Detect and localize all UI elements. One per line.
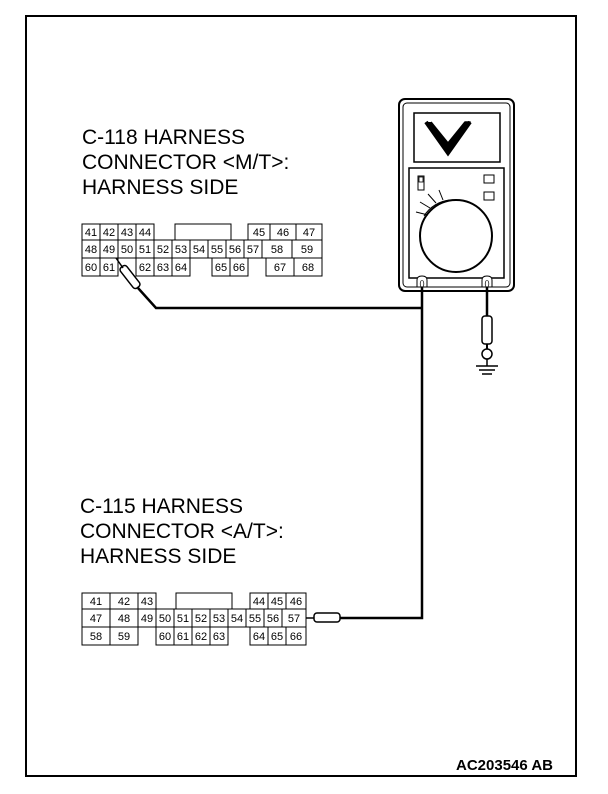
c115-pin: 51	[177, 613, 189, 625]
c115-pin-57: 57	[288, 613, 300, 625]
c118-pin: 67	[274, 262, 286, 274]
c115-pin: 42	[118, 596, 130, 608]
c118-pin: 55	[211, 244, 223, 256]
c118-pin: 60	[85, 262, 97, 274]
c118-pin: 53	[175, 244, 187, 256]
wire-meter-to-c115	[340, 287, 424, 620]
c115-pin: 49	[141, 613, 153, 625]
c118-pin-labels: 41 42 43 44 45 46 47 48 49 50 51 52 53 5…	[85, 227, 315, 274]
c115-pin: 50	[159, 613, 171, 625]
c118-pin: 46	[277, 227, 289, 239]
ground-icon	[476, 365, 498, 375]
c115-pin: 64	[253, 631, 265, 643]
c118-connector	[81, 223, 323, 277]
c118-pin: 47	[303, 227, 315, 239]
meter-button	[417, 175, 425, 191]
c118-label-line-2: CONNECTOR <M/T>:	[82, 151, 289, 174]
voltmeter-icon: () ()	[398, 98, 515, 292]
c115-pin: 45	[271, 596, 283, 608]
ground-lead	[481, 287, 493, 366]
c115-label-line-2: CONNECTOR <A/T>:	[80, 520, 284, 543]
c115-pin: 52	[195, 613, 207, 625]
meter-button	[483, 191, 495, 201]
c115-pin-labels: 41 42 43 44 45 46 47 48 49 50 51 52 53 5…	[90, 596, 302, 643]
c118-pin: 61	[103, 262, 115, 274]
meter-jack-negative: ()	[481, 275, 493, 288]
meter-button	[483, 174, 495, 184]
c118-pin: 54	[193, 244, 205, 256]
c118-pin: 64	[175, 262, 187, 274]
svg-text:(): ()	[484, 279, 490, 288]
c118-pin: 65	[215, 262, 227, 274]
c118-label-line-1: C-118 HARNESS	[82, 126, 245, 149]
c115-label-line-3: HARNESS SIDE	[80, 545, 236, 568]
c118-pin: 58	[271, 244, 283, 256]
c118-pin: 52	[157, 244, 169, 256]
c115-pin: 55	[249, 613, 261, 625]
c118-pin: 41	[85, 227, 97, 239]
svg-text:(): ()	[419, 279, 425, 288]
c115-pin: 54	[231, 613, 243, 625]
c115-pin: 62	[195, 631, 207, 643]
c115-connector	[81, 592, 307, 646]
c115-pin: 66	[290, 631, 302, 643]
c118-pin: 57	[247, 244, 259, 256]
c118-pin: 50	[121, 244, 133, 256]
c115-pin: 56	[267, 613, 279, 625]
wire-c118-to-meter	[115, 257, 124, 269]
c118-pin: 62	[139, 262, 151, 274]
c118-pin: 43	[121, 227, 133, 239]
c118-pin: 51	[139, 244, 151, 256]
c115-pin: 58	[90, 631, 102, 643]
c115-pin: 65	[271, 631, 283, 643]
meter-dial	[419, 199, 493, 273]
wire-probe-to-meter	[137, 287, 422, 310]
c118-pin: 66	[233, 262, 245, 274]
meter-jack-positive: ()	[416, 275, 428, 288]
figure-border	[25, 15, 577, 777]
c118-pin: 56	[229, 244, 241, 256]
c115-label: C-115 HARNESS CONNECTOR <A/T>: HARNESS S…	[80, 495, 284, 568]
c118-pin-49: 49	[103, 244, 115, 256]
c115-pin: 59	[118, 631, 130, 643]
c118-pin: 42	[103, 227, 115, 239]
c115-pin: 53	[213, 613, 225, 625]
c115-label-line-1: C-115 HARNESS	[80, 495, 243, 518]
c115-pin: 43	[141, 596, 153, 608]
c115-probe	[306, 612, 341, 623]
c118-pin: 68	[302, 262, 314, 274]
c115-pin: 47	[90, 613, 102, 625]
c118-pin: 63	[157, 262, 169, 274]
c118-label-line-3: HARNESS SIDE	[82, 176, 238, 199]
c118-pin: 59	[301, 244, 313, 256]
c115-pin: 44	[253, 596, 265, 608]
c115-pin: 41	[90, 596, 102, 608]
c118-pin: 44	[139, 227, 151, 239]
c118-label: C-118 HARNESS CONNECTOR <M/T>: HARNESS S…	[82, 126, 289, 199]
c115-pin: 60	[159, 631, 171, 643]
c115-pin: 63	[213, 631, 225, 643]
c115-pin: 61	[177, 631, 189, 643]
c118-pin: 45	[253, 227, 265, 239]
c118-pin: 48	[85, 244, 97, 256]
figure-code: AC203546 AB	[456, 757, 553, 774]
c115-pin: 48	[118, 613, 130, 625]
c115-pin: 46	[290, 596, 302, 608]
